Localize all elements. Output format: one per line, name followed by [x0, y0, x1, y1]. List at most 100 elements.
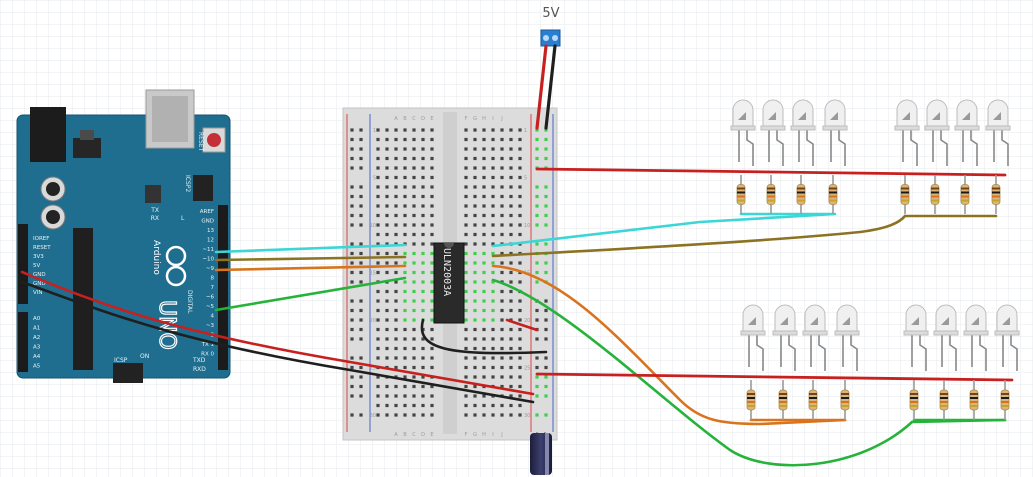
on-label: ON: [140, 353, 149, 360]
led: [730, 99, 756, 166]
breadboard-column-letter: G: [473, 116, 477, 122]
arduino-logo: [165, 245, 187, 287]
digital-pin-label: ~10: [202, 257, 214, 263]
tx-label: TX: [150, 207, 159, 214]
icsp2-header: [193, 175, 213, 201]
breadboard-row-number: 20: [524, 318, 530, 324]
resistor: [930, 175, 940, 214]
chip-gnd-jumper: [420, 318, 548, 355]
power-pin-label: GND: [33, 272, 46, 278]
resistor: [909, 380, 919, 420]
led: [822, 99, 848, 166]
power-pin-label: VIN: [33, 290, 43, 296]
digital-pin-label: ~9: [206, 266, 215, 272]
signal-wire-orange: [214, 264, 407, 272]
breadboard-column-letter: D: [421, 432, 425, 438]
power-header: [18, 224, 28, 304]
breadboard-row-number: 15: [370, 271, 376, 277]
led: [894, 99, 920, 166]
led: [954, 99, 980, 166]
analog-pin-label: A4: [33, 354, 41, 360]
rxd-label: RXD: [193, 366, 206, 373]
breadboard-column-letter: C: [412, 116, 416, 122]
led: [903, 304, 929, 371]
resistor: [1000, 380, 1010, 420]
led: [963, 304, 989, 371]
breadboard-column-letter: H: [482, 116, 486, 122]
analog-pin-label: A2: [33, 335, 40, 341]
supply-connector: [540, 29, 561, 47]
digital-label: DIGITAL: [186, 290, 193, 314]
breadboard-column-letter: D: [421, 116, 425, 122]
digital-pin-label: GND: [201, 219, 214, 225]
electrolytic-capacitor: [530, 432, 552, 475]
resistor: [840, 380, 850, 420]
power-pin-label: RESET: [33, 245, 51, 251]
txd-label: TXD: [192, 357, 206, 364]
breadboard-column-letter: B: [403, 116, 407, 122]
analog-header: [18, 312, 28, 372]
breadboard-column-letter: F: [465, 116, 468, 122]
arduino-brand: Arduino: [151, 240, 161, 275]
breadboard-row-number: 1: [524, 128, 527, 134]
breadboard-column-letter: B: [403, 432, 407, 438]
icsp-header: [113, 363, 143, 383]
breadboard-row-number: 30: [524, 413, 530, 419]
breadboard-column-letter: I: [492, 432, 493, 438]
reset-label: RESET: [197, 132, 204, 152]
breadboard-column-letter: E: [430, 116, 433, 122]
resistor: [766, 175, 776, 214]
digital-pin-label: 12: [207, 238, 214, 244]
led: [994, 304, 1020, 371]
supply-black-wire: [544, 44, 557, 130]
resistor: [939, 380, 949, 420]
digital-pin-label: ~11: [202, 247, 214, 253]
uln2003a-chip: ULN2003A: [433, 242, 465, 324]
breadboard-row-number: 20: [370, 318, 376, 324]
microcontroller: [73, 228, 93, 370]
rail-jumper-red: [505, 318, 539, 332]
led: [933, 304, 959, 371]
breadboard-column-letter: H: [482, 432, 486, 438]
breadboard-row-number: 5: [373, 176, 376, 182]
resistor: [778, 380, 788, 420]
resistor: [900, 175, 910, 214]
breadboard-row-number: 5: [524, 176, 527, 182]
resistor: [960, 175, 970, 214]
icsp2-label: ICSP2: [184, 175, 191, 192]
resistor: [828, 175, 838, 214]
breadboard-column-letter: I: [492, 116, 493, 122]
digital-pin-label: ~6: [206, 295, 215, 301]
output-wire-green: [491, 278, 1007, 467]
breadboard-column-letter: G: [473, 432, 477, 438]
breadboard-row-number: 10: [524, 223, 530, 229]
resistor: [808, 380, 818, 420]
resistor: [796, 175, 806, 214]
resistor: [736, 175, 746, 214]
breadboard-row-number: 10: [370, 223, 376, 229]
breadboard-column-letter: J: [500, 432, 502, 438]
digital-pin-label: ~5: [206, 304, 215, 310]
led: [772, 304, 798, 371]
breadboard-column-letter: C: [412, 432, 416, 438]
analog-pin-label: A5: [33, 364, 41, 370]
digital-pin-label: 4: [211, 314, 215, 320]
output-wire-olive: [491, 214, 907, 258]
arduino-uno-board: RESET ICSP2 ICSP TX RX L ON DIGITAL TXD …: [16, 89, 231, 383]
analog-pin-label: A0: [33, 316, 41, 322]
power-pin-label: GND: [33, 281, 46, 287]
supply-red-wire: [535, 44, 548, 130]
digital-pin-label: TX 1: [201, 342, 214, 348]
signal-wire-cyan: [214, 243, 407, 254]
resistors: [736, 175, 1010, 420]
analog-pin-label: A3: [33, 345, 41, 351]
breadboard-column-letter: A: [394, 116, 398, 122]
led: [802, 304, 828, 371]
led: [924, 99, 950, 166]
power-jack: [30, 107, 66, 162]
output-wire-cyan: [491, 212, 837, 248]
power-pin-label: 3V3: [33, 254, 44, 260]
